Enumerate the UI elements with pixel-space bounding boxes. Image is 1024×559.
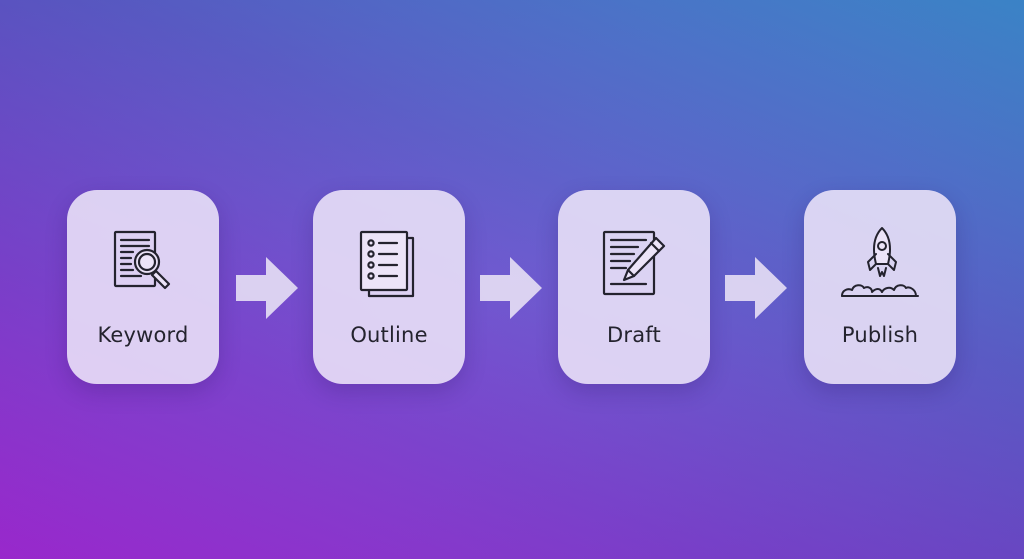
document-pencil-icon [594,226,674,306]
step-label-draft: Draft [607,323,661,347]
step-label-outline: Outline [350,323,428,347]
arrow-right-icon [723,255,789,321]
step-card-outline: Outline [313,190,465,384]
step-card-publish: Publish [804,190,956,384]
rocket-launch-icon [840,226,920,306]
arrow-right-icon [234,255,300,321]
step-card-keyword: Keyword [67,190,219,384]
document-magnifier-icon [103,226,183,306]
step-card-draft: Draft [558,190,710,384]
step-label-keyword: Keyword [97,323,189,347]
checklist-document-icon [349,226,429,306]
arrow-right-icon [478,255,544,321]
step-label-publish: Publish [841,323,919,347]
